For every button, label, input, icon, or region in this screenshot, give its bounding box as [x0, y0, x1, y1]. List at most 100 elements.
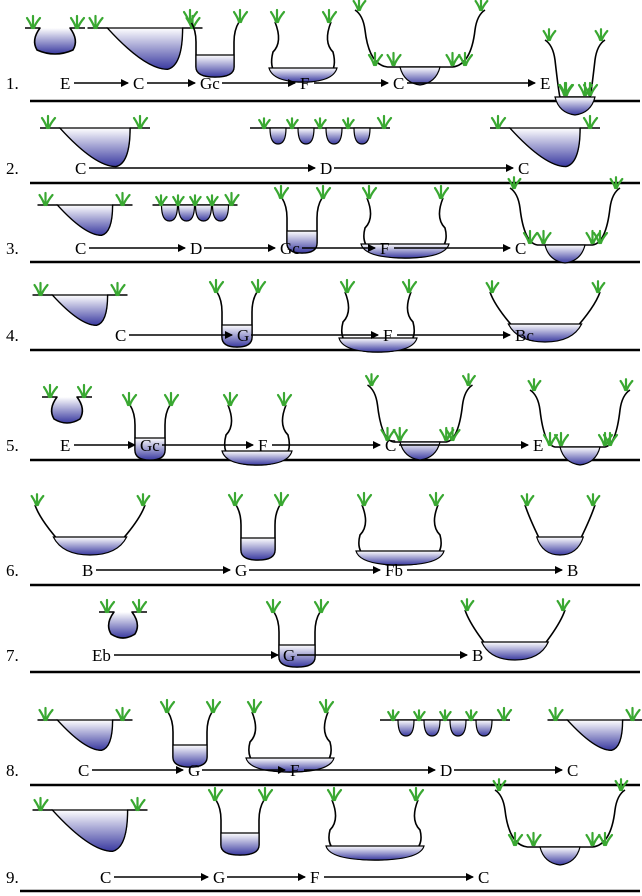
grass-icon [208, 278, 225, 294]
grass-icon [132, 114, 149, 130]
water-fill [397, 719, 415, 737]
channel-stage-drawing [87, 14, 203, 71]
stage-label: C [478, 868, 490, 887]
water-fill [51, 809, 129, 852]
channel-stage-drawing [527, 378, 634, 466]
stage-label: F [258, 436, 268, 455]
channel-stage-drawing [542, 28, 609, 116]
grass-icon [115, 191, 131, 207]
grass-icon [339, 278, 356, 294]
grass-icon [40, 114, 57, 130]
grass-icon [460, 598, 475, 612]
grass-icon [163, 391, 180, 407]
grass-icon [232, 8, 249, 24]
stage-label: Eb [92, 646, 111, 665]
grass-icon [542, 28, 557, 42]
stage-label: C [75, 239, 87, 258]
grass-icon [30, 493, 45, 507]
grass-icon [496, 706, 513, 722]
sequence-number: 6. [6, 561, 19, 580]
grass-icon [465, 709, 478, 722]
water-fill [480, 641, 550, 661]
stage-label: C [75, 159, 87, 178]
grass-icon [536, 229, 552, 245]
water-fill [56, 204, 114, 236]
grass-icon [439, 709, 452, 722]
channel-stage-drawing [268, 8, 338, 83]
channel-stage-drawing [338, 278, 418, 353]
channel-stage-drawing [355, 491, 445, 566]
grass-icon [401, 278, 418, 294]
grass-icon [189, 194, 202, 207]
stage-label: C [78, 761, 90, 780]
water-fill [269, 127, 287, 145]
stage-label: G [283, 646, 296, 665]
stage-label: Gc [280, 239, 300, 258]
grass-icon [625, 706, 641, 722]
water-fill [221, 450, 293, 466]
stage-label: G [188, 761, 201, 780]
stage-label: C [393, 74, 405, 93]
grass-icon [413, 709, 426, 722]
channel-stage-drawing [352, 0, 489, 86]
grass-icon [269, 8, 286, 24]
grass-icon [257, 786, 274, 802]
channel-stage-drawing [25, 14, 86, 55]
water-fill [508, 127, 581, 168]
grass-icon [485, 280, 500, 294]
grass-icon [457, 51, 474, 67]
water-fill [399, 441, 441, 461]
water-fill [539, 846, 581, 866]
channel-stage-drawing [245, 698, 335, 773]
stage-label: Gc [200, 74, 220, 93]
grass-icon [42, 383, 59, 399]
channel-stage-drawing [159, 698, 222, 768]
grass-icon [387, 709, 400, 722]
water-fill [56, 719, 114, 751]
water-fill [559, 446, 601, 466]
grass-icon [273, 491, 290, 507]
grass-icon [526, 831, 542, 847]
channel-stage-drawing [207, 786, 274, 856]
stage-label: F [310, 868, 320, 887]
stage-label: E [60, 436, 71, 455]
channel-stage-drawing [32, 796, 148, 853]
water-fill [278, 644, 316, 668]
grass-icon [155, 194, 168, 207]
grass-icon [376, 114, 393, 130]
water-fill [566, 719, 624, 751]
grass-icon [318, 698, 335, 714]
grass-icon [38, 191, 54, 207]
water-fill [51, 294, 109, 326]
grass-icon [99, 598, 116, 614]
channel-stage-drawing [380, 706, 513, 737]
grass-icon [342, 117, 355, 130]
grass-icon [592, 229, 609, 245]
grass-icon [110, 281, 126, 297]
water-fill [106, 27, 184, 70]
grass-icon [265, 598, 282, 614]
channel-cross-section [99, 611, 147, 639]
grass-icon [313, 598, 330, 614]
stage-label: F [300, 74, 310, 93]
grass-icon [314, 117, 327, 130]
grass-icon [520, 493, 535, 507]
grass-icon [602, 431, 619, 447]
channel-stage-drawing [325, 786, 425, 861]
water-fill [58, 127, 131, 168]
grass-icon [222, 391, 239, 407]
grass-icon [69, 14, 86, 30]
water-fill [338, 337, 418, 353]
grass-icon [352, 0, 367, 12]
stage-label: F [383, 326, 393, 345]
grass-icon [207, 786, 224, 802]
stage-label: D [190, 239, 203, 258]
sequence-number: 7. [6, 646, 19, 665]
channel-stage-drawing [490, 114, 600, 168]
grass-icon [522, 229, 539, 245]
grass-icon [136, 493, 151, 507]
grass-icon [591, 280, 606, 294]
grass-icon [258, 117, 271, 130]
